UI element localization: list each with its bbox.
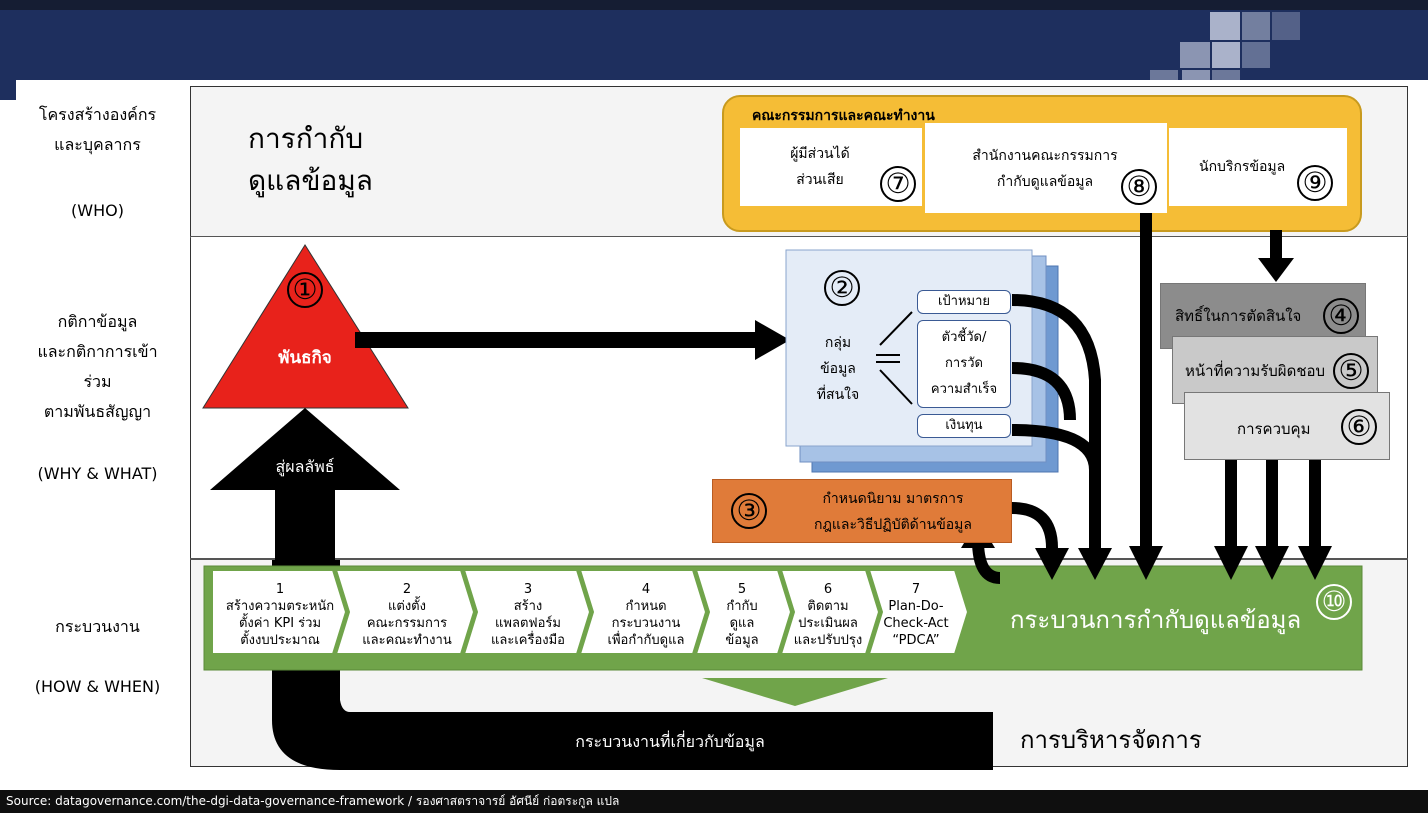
mission-triangle <box>202 244 409 409</box>
mission-label: พันธกิจ <box>278 348 332 368</box>
decor-square <box>1212 42 1240 68</box>
number-2-icon: ② <box>824 270 860 306</box>
process-title: กระบวนการกำกับดูแลข้อมูล <box>1010 606 1302 634</box>
number-4-icon: ④ <box>1323 298 1359 334</box>
item-funding: เงินทุน <box>917 414 1011 438</box>
number-5-icon: ⑤ <box>1333 353 1369 389</box>
outcome-arrow-label: สู่ผลลัพธ์ <box>275 457 335 476</box>
process-down-arrow <box>702 678 888 706</box>
management-label: การบริหารจัดการ <box>1020 726 1202 754</box>
mission-to-data-arrow <box>355 320 790 360</box>
data-group-label: กลุ่ม ข้อมูล ที่สนใจ <box>816 335 860 403</box>
row-label-how-when: กระบวนงาน (HOW & WHEN) <box>34 617 161 696</box>
row-label-why-what: กติกาข้อมูล และกติกาการเข้า ร่วม ตามพันธ… <box>37 312 158 483</box>
decor-square <box>1272 12 1300 40</box>
stakeholder-box: ผู้มีส่วนได้ ส่วนเสีย ⑦ <box>740 128 922 206</box>
decor-square <box>1242 12 1270 40</box>
committee-title: คณะกรรมการและคณะทำงาน <box>752 108 935 124</box>
number-10-icon: ⑩ <box>1316 584 1352 620</box>
outcome-arrow <box>210 408 400 672</box>
number-7-icon: ⑦ <box>880 166 916 202</box>
number-6-icon: ⑥ <box>1341 409 1377 445</box>
number-9-icon: ⑨ <box>1297 165 1333 201</box>
number-3-icon: ③ <box>731 493 767 529</box>
decor-square <box>1150 70 1178 80</box>
decor-square <box>1182 70 1210 80</box>
row-divider <box>190 558 1408 560</box>
decor-square <box>1212 70 1240 80</box>
data-process-band <box>272 560 993 770</box>
decor-square <box>1210 12 1240 40</box>
footer-source-text[interactable]: Source: datagovernance.com/the-dgi-data-… <box>6 794 620 808</box>
decor-square <box>1242 42 1270 68</box>
role-control: การควบคุม ⑥ <box>1184 392 1390 460</box>
number-8-icon: ⑧ <box>1121 169 1157 205</box>
data-process-label: กระบวนงานที่เกี่ยวกับข้อมูล <box>575 732 765 751</box>
steward-box: นักบริกรข้อมูล ⑨ <box>1169 128 1347 206</box>
row-divider <box>190 236 1408 238</box>
definitions-box: ③ กำหนดนิยาม มาตรการ กฎและวิธีปฏิบัติด้า… <box>712 479 1012 543</box>
item-goal: เป้าหมาย <box>917 290 1011 314</box>
banner-corner <box>0 80 16 100</box>
row-label-who: โครงสร้างองค์กร และบุคลากร (WHO) <box>38 105 157 220</box>
step-chevrons <box>211 569 970 655</box>
office-box: สำนักงานคณะกรรมการ กำกับดูแลข้อมูล ⑧ <box>925 123 1167 213</box>
item-kpi: ตัวชี้วัด/ การวัด ความสำเร็จ <box>917 320 1011 408</box>
top-banner-edge <box>0 0 1428 10</box>
number-1-icon: ① <box>287 272 323 308</box>
source-footer: Source: datagovernance.com/the-dgi-data-… <box>0 790 1428 813</box>
decor-square <box>1180 42 1210 68</box>
governance-title: การกำกับ ดูแลข้อมูล <box>248 122 373 197</box>
